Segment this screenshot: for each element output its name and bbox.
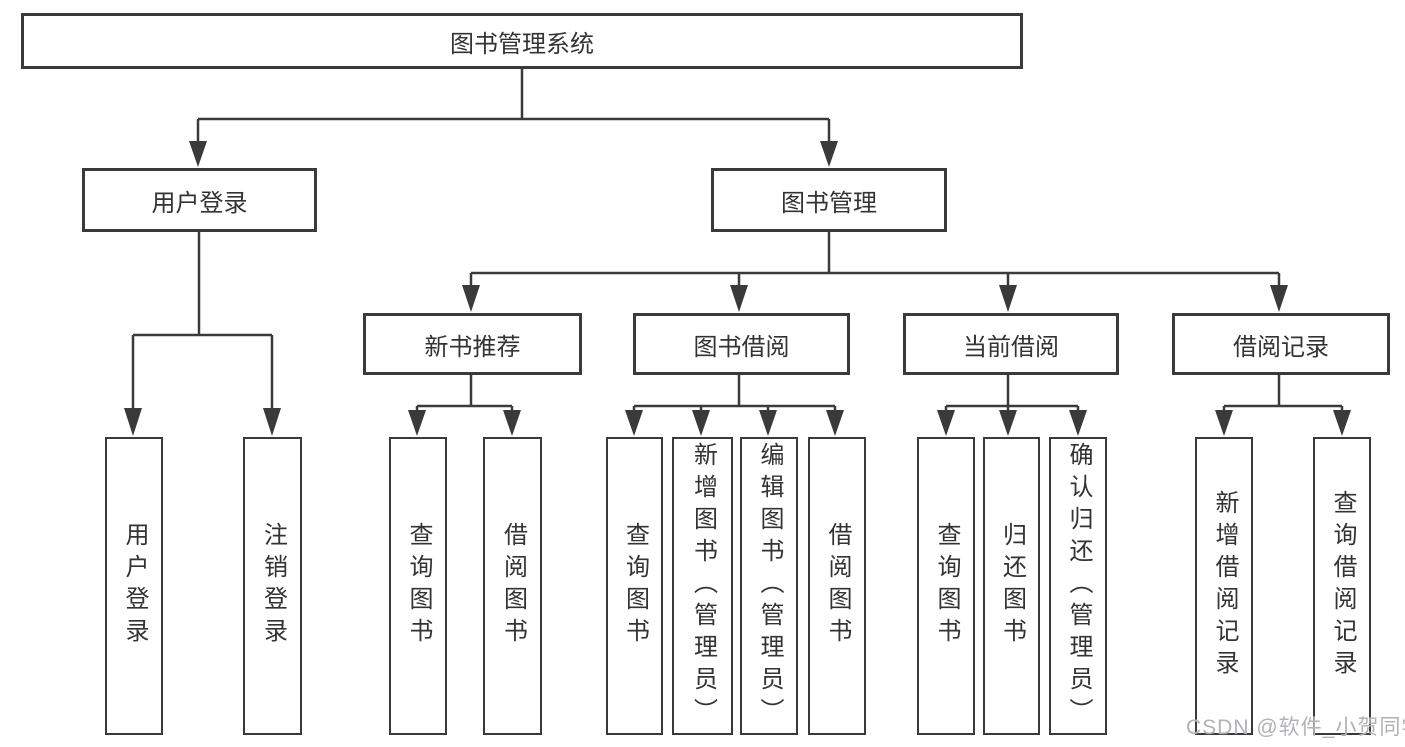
leaf-recommend-query-books-label: 查询图书 (405, 522, 432, 650)
leaf-user-login: 用户登录 (105, 437, 163, 735)
csdn-watermark: CSDN @软件_小贺同学 (1186, 716, 1405, 739)
leaf-recommend-query-books: 查询图书 (389, 437, 447, 735)
node-book-management-label: 图书管理 (781, 189, 877, 217)
connector-stems (131, 69, 1344, 412)
leaf-logout: 注销登录 (243, 437, 302, 735)
leaf-borrow-borrow-books: 借阅图书 (808, 437, 866, 735)
node-user-login: 用户登录 (82, 168, 317, 232)
node-user-login-label: 用户登录 (151, 189, 248, 217)
leaf-current-confirm-return-admin-label: 确认归还（管理员） (1065, 442, 1092, 730)
node-borrowing-records: 借阅记录 (1172, 313, 1390, 375)
leaf-current-return-books-label: 归还图书 (998, 522, 1026, 650)
leaf-current-confirm-return-admin: 确认归还（管理员） (1049, 437, 1107, 735)
arrowheads (124, 141, 1351, 436)
node-book-management: 图书管理 (711, 168, 947, 232)
leaf-records-query-record: 查询借阅记录 (1313, 437, 1371, 735)
leaf-recommend-borrow-books-label: 借阅图书 (499, 522, 527, 650)
leaf-records-add-record-label: 新增借阅记录 (1211, 490, 1238, 682)
node-current-borrowing-label: 当前借阅 (963, 333, 1059, 361)
leaf-borrow-edit-books-admin: 编辑图书（管理员） (740, 437, 798, 735)
node-root-label: 图书管理系统 (450, 30, 594, 58)
leaf-borrow-add-books-admin: 新增图书（管理员） (672, 437, 733, 735)
leaf-borrow-edit-books-admin-label: 编辑图书（管理员） (756, 442, 783, 730)
leaf-current-query-books: 查询图书 (917, 437, 975, 735)
node-borrowing-records-label: 借阅记录 (1233, 333, 1329, 361)
leaf-logout-label: 注销登录 (259, 522, 287, 650)
node-new-book-recommendation: 新书推荐 (363, 313, 582, 375)
leaf-borrow-add-books-admin-label: 新增图书（管理员） (689, 442, 717, 730)
leaf-current-return-books: 归还图书 (983, 437, 1040, 735)
leaf-borrow-borrow-books-label: 借阅图书 (824, 522, 851, 650)
leaf-borrow-query-books: 查询图书 (606, 437, 663, 735)
leaf-records-query-record-label: 查询借阅记录 (1329, 490, 1356, 682)
leaf-records-add-record: 新增借阅记录 (1195, 437, 1253, 735)
node-book-borrowing: 图书借阅 (633, 313, 850, 375)
leaf-user-login-label: 用户登录 (121, 522, 148, 650)
leaf-current-query-books-label: 查询图书 (933, 522, 960, 650)
node-current-borrowing: 当前借阅 (903, 313, 1119, 375)
leaf-recommend-borrow-books: 借阅图书 (483, 437, 542, 735)
leaf-borrow-query-books-label: 查询图书 (621, 522, 649, 650)
node-root: 图书管理系统 (21, 13, 1023, 69)
node-book-borrowing-label: 图书借阅 (693, 333, 790, 361)
node-new-book-recommendation-label: 新书推荐 (424, 333, 521, 361)
